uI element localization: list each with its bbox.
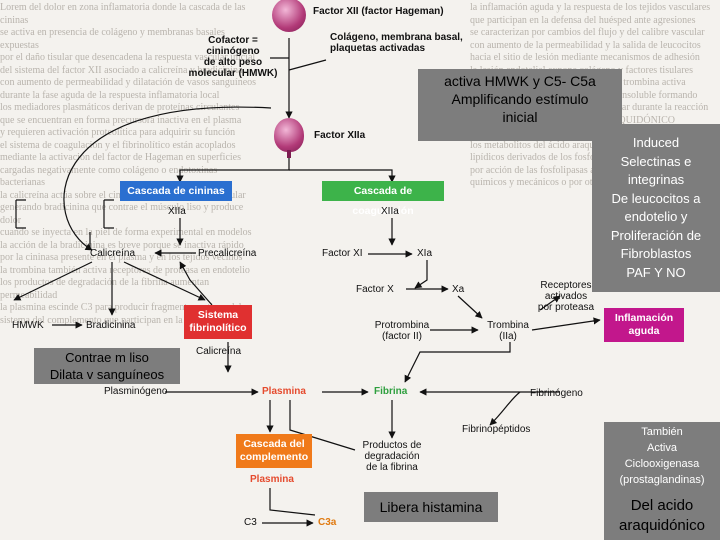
factor-xii-icon	[272, 0, 306, 32]
label-c3: C3	[244, 517, 257, 528]
label-receptores: Receptores activados por proteasa	[537, 280, 595, 313]
label-trombina: Trombina (IIa)	[487, 320, 529, 342]
note-contrae-m-liso: Contrae m liso Dilata v sanguíneos	[34, 348, 180, 384]
label-factor-xii: Factor XII (factor Hageman)	[313, 6, 444, 17]
label-plasminogeno: Plasminógeno	[104, 386, 168, 397]
label-precalicreina: Precalicreína	[198, 248, 257, 259]
label-c3a: C3a	[318, 517, 337, 528]
label-fibrinopeptidos: Fibrinopéptidos	[462, 424, 531, 435]
label-calicreina-2: Calicreína	[196, 346, 242, 357]
label-xiia-right: XIIa	[381, 206, 399, 217]
label-hmwk: HMWK	[12, 320, 44, 331]
label-productos-degradacion: Productos de degradación de la fibrina	[362, 440, 422, 473]
note-activa-hmwk: activa HMWK y C5- C5a Amplificando estím…	[418, 69, 622, 141]
label-protrombina: Protrombina (factor II)	[374, 320, 430, 342]
label-plasmina-2: Plasmina	[250, 474, 294, 485]
label-colageno: Colágeno, membrana basal, plaquetas acti…	[330, 32, 463, 54]
box-cascada-complemento: Cascada del complemento	[236, 434, 312, 468]
label-factor-x: Factor X	[356, 284, 394, 295]
factor-xiia-icon	[274, 118, 304, 152]
label-bradicinina: Bradicinina	[86, 320, 136, 331]
label-plasmina: Plasmina	[262, 386, 306, 397]
label-factor-xiia: Factor XIIa	[314, 130, 366, 141]
label-cofactor: Cofactor = cininógeno de alto peso molec…	[188, 35, 278, 79]
note-libera-histamina: Libera histamina	[364, 492, 498, 522]
box-sistema-fibrinolitico: Sistema fibrinolítico	[184, 305, 252, 339]
label-fibrinogeno: Fibrinógeno	[530, 388, 583, 399]
label-factor-xi: Factor XI	[322, 248, 363, 259]
box-cascada-cininas: Cascada de cininas	[120, 181, 232, 201]
box-inflamacion-aguda: Inflamación aguda	[604, 308, 684, 342]
note-induced: Induced Selectinas e integrinas De leuco…	[592, 124, 720, 292]
note-acido-araquidonico: Del acido araquidónico	[604, 492, 720, 540]
box-cascada-coagulacion: Cascada de coagulación	[322, 181, 444, 217]
label-xiia-left: XIIa	[168, 206, 186, 217]
factor-xiia-icon-stem	[287, 150, 291, 158]
label-xia: XIa	[417, 248, 433, 259]
label-xa: Xa	[452, 284, 465, 295]
note-tambien-activa: También Activa Ciclooxigenasa (prostagla…	[604, 422, 720, 492]
label-calicreina: Calicreína	[90, 248, 136, 259]
label-fibrina: Fibrina	[374, 386, 408, 397]
